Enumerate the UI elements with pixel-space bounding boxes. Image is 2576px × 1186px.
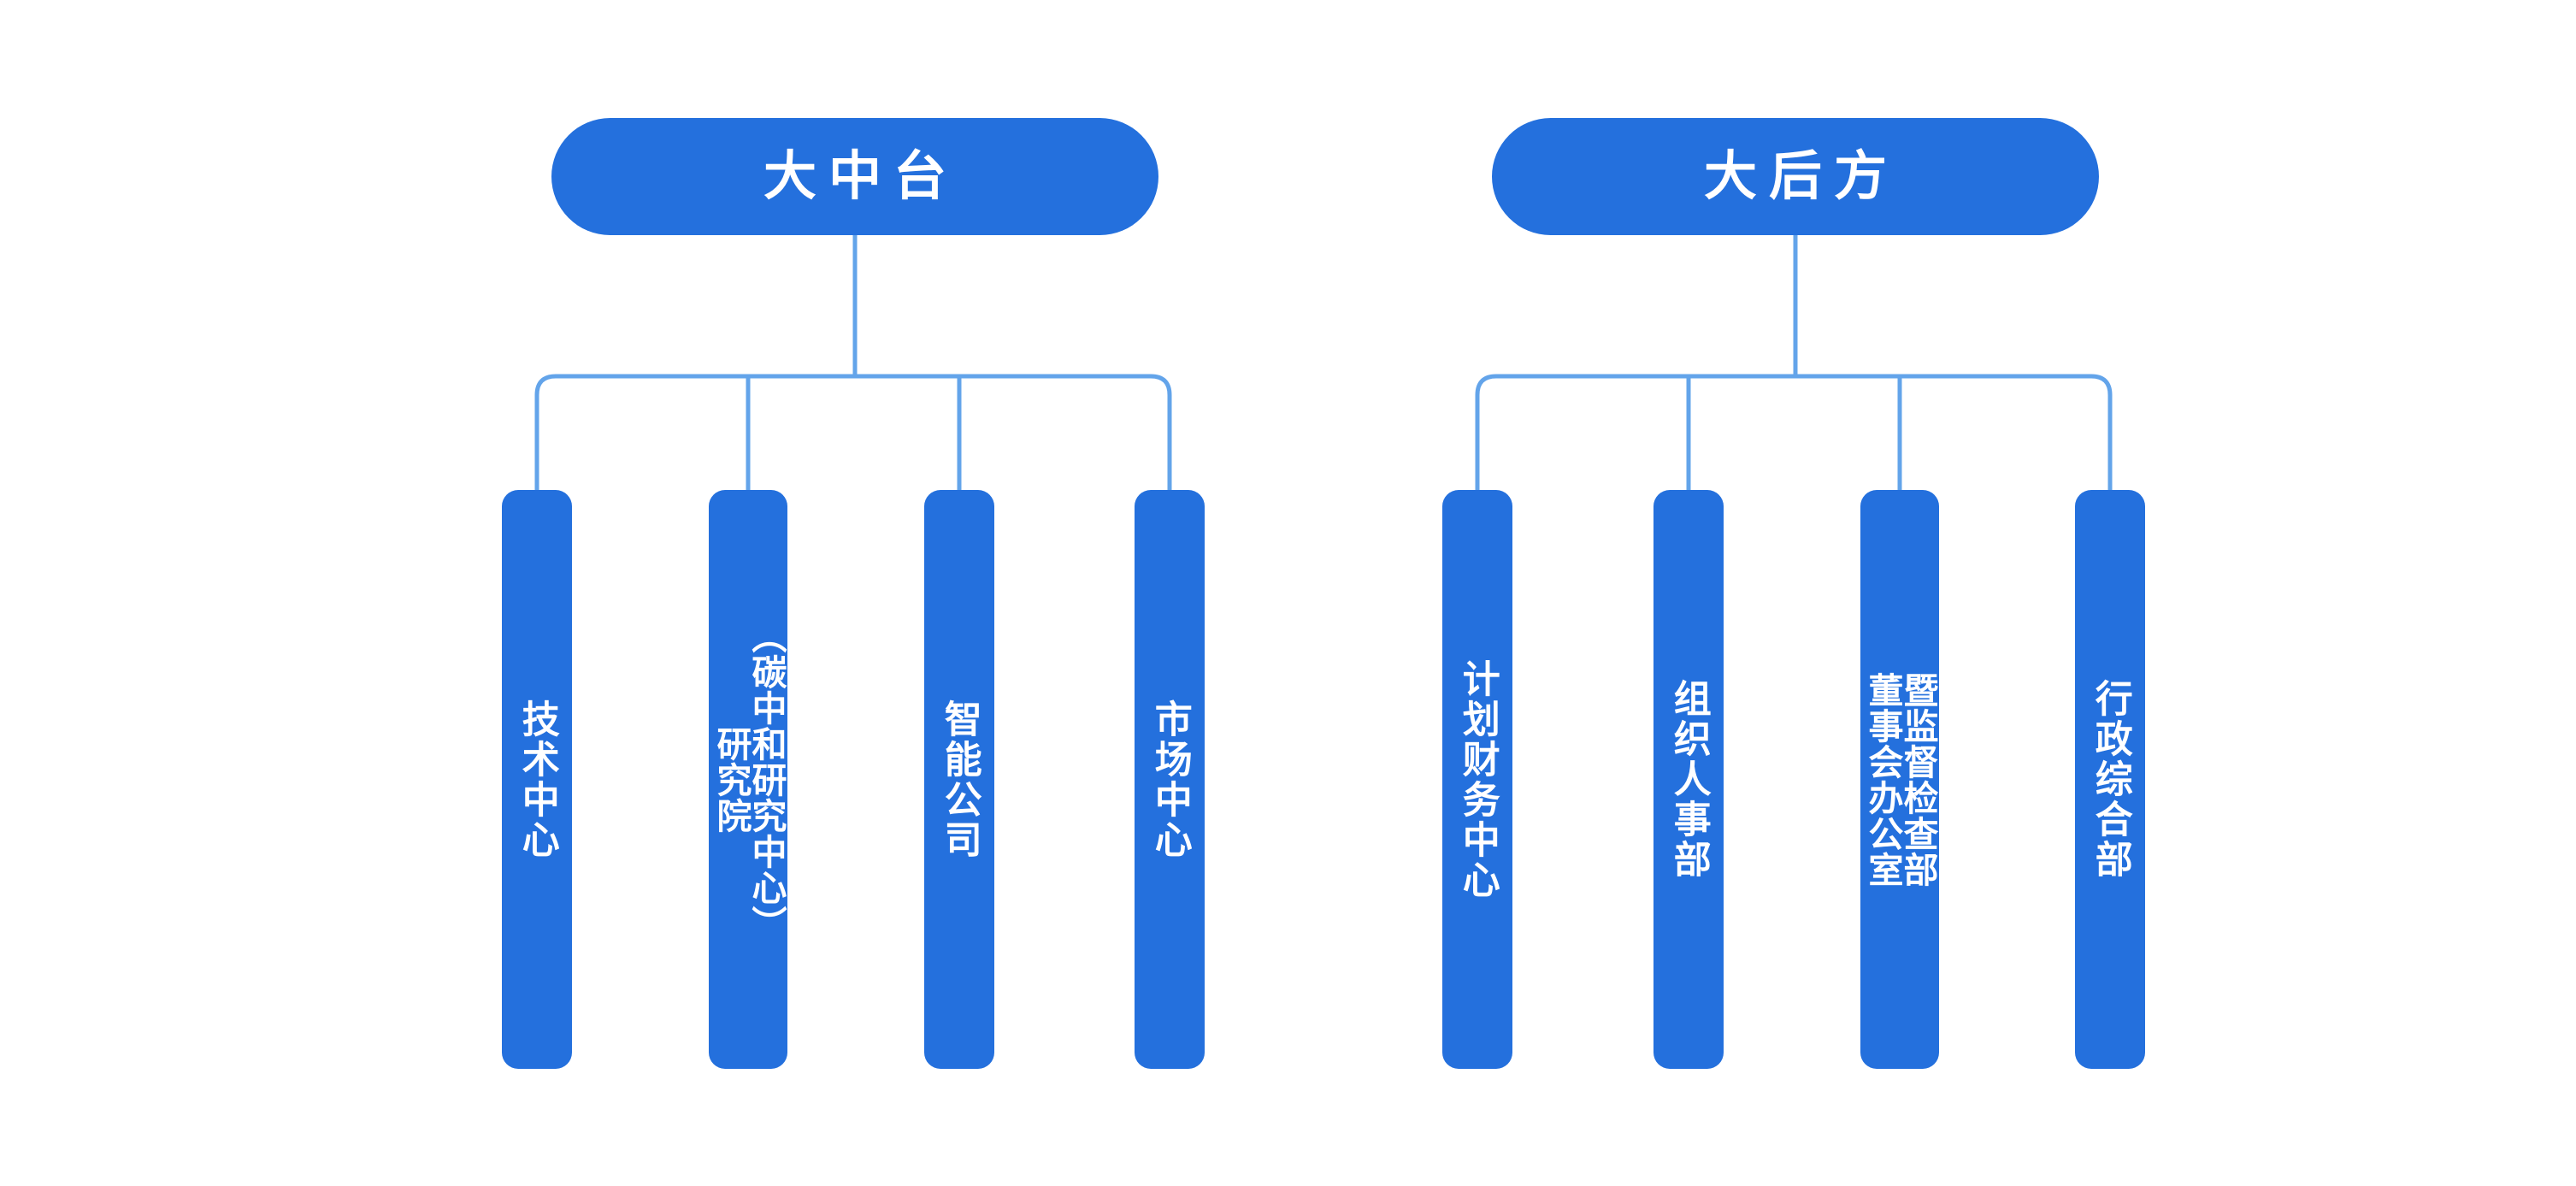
root-node-middle-platform[interactable]: 大中台 [551, 118, 1158, 235]
leaf-node-label: 市场中心 [1148, 699, 1191, 860]
leaf-node-columns: （碳中和研究中心） 研究院 [711, 617, 786, 941]
leaf-node-label-column-2: 研究院 [711, 725, 751, 834]
leaf-node-label-column-1: （碳中和研究中心） [746, 617, 786, 941]
leaf-node-label: 技术中心 [516, 699, 558, 860]
leaf-node-columns: 暨监督检查部 董事会办公室 [1863, 671, 1937, 888]
leaf-node-label: 计划财务中心 [1456, 658, 1499, 900]
leaf-node-label-column-2: 董事会办公室 [1863, 671, 1902, 888]
leaf-node-market-center[interactable]: 市场中心 [1135, 490, 1205, 1069]
leaf-node-administration-general-dept[interactable]: 行政综合部 [2075, 490, 2145, 1069]
root-node-label: 大中台 [763, 146, 958, 206]
leaf-node-label: 智能公司 [938, 699, 981, 860]
leaf-node-label: 行政综合部 [2089, 679, 2131, 880]
leaf-node-label: 组织人事部 [1667, 679, 1710, 880]
leaf-node-tech-center[interactable]: 技术中心 [502, 490, 572, 1069]
root-node-label: 大后方 [1703, 146, 1899, 206]
connector-bus-right [1475, 374, 2113, 490]
leaf-node-board-office-supervision-dept[interactable]: 暨监督检查部 董事会办公室 [1860, 490, 1939, 1069]
connector-bus-left [534, 374, 1172, 490]
leaf-node-organization-personnel-dept[interactable]: 组织人事部 [1653, 490, 1724, 1069]
leaf-node-label-column-1: 暨监督检查部 [1898, 671, 1937, 888]
leaf-node-intelligent-company[interactable]: 智能公司 [924, 490, 994, 1069]
leaf-node-planning-finance-center[interactable]: 计划财务中心 [1442, 490, 1512, 1069]
leaf-node-research-institute[interactable]: （碳中和研究中心） 研究院 [709, 490, 787, 1069]
root-node-rear-support[interactable]: 大后方 [1492, 118, 2099, 235]
